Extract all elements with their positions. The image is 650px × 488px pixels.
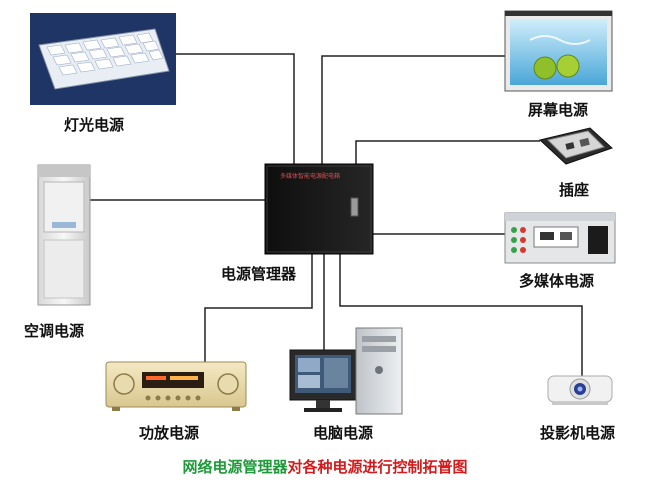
caption-part1: 网络电源管理器 [182,458,288,476]
cabinet-panel-text: 多媒体智能电源配电箱 [280,172,340,180]
label-projector-power: 投影机电源 [540,424,616,442]
line-projector [339,253,583,376]
label-socket: 插座 [559,181,590,199]
line-screen [321,55,505,168]
line-socket [355,140,540,168]
connection-lines [90,53,583,376]
caption-part2: 对各种电源进行控制拓普图 [287,458,468,476]
label-computer-power: 电脑电源 [313,424,374,442]
power-manager-cabinet: 多媒体智能电源配电箱 [264,163,374,255]
label-amplifier-power: 功放电源 [139,424,200,442]
cabinet-lock [350,197,359,217]
computer [289,327,403,415]
label-lighting-power: 灯光电源 [64,116,125,134]
desktop-socket [538,127,613,165]
line-amplifier [204,253,313,362]
lighting-panel [30,13,176,105]
label-screen-power: 屏幕电源 [528,101,589,119]
label-multimedia-power: 多媒体电源 [519,272,595,290]
multimedia-power-unit [504,212,616,264]
projection-screen [504,10,613,92]
label-aircon-power: 空调电源 [24,322,85,340]
amplifier [105,361,247,411]
air-conditioner [37,164,91,306]
label-power-manager: 电源管理器 [221,265,297,283]
projector [547,375,613,405]
diagram-caption: 网络电源管理器对各种电源进行控制拓普图 [0,456,650,477]
line-lighting [176,53,295,168]
